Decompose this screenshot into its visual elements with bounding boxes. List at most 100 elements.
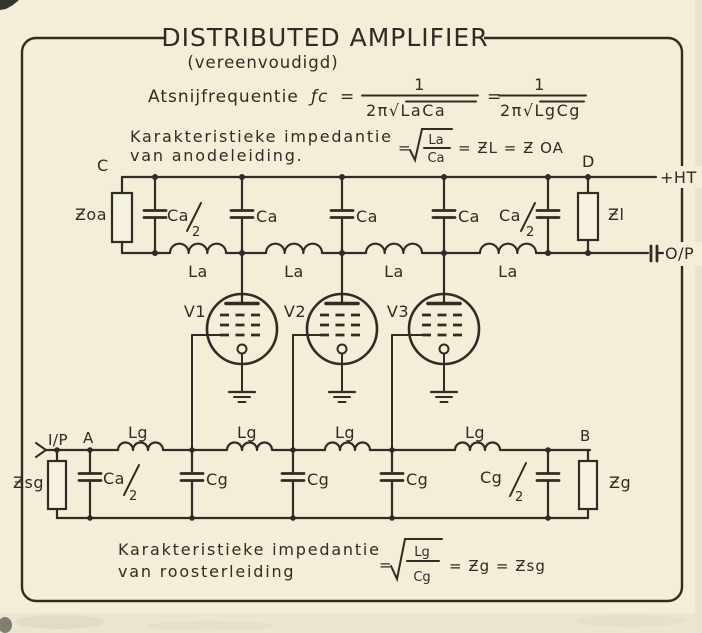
valve-label: V2	[284, 302, 306, 321]
photo-corner-mark	[0, 617, 12, 633]
formula-anode-result: = ƵL = Ƶ OA	[458, 139, 564, 157]
junction-dot	[339, 174, 345, 180]
capacitor-label: Cg	[206, 470, 228, 489]
inductor-lg-label: Lg	[128, 423, 148, 442]
diagram-frame	[20, 36, 684, 603]
junction-dot	[54, 447, 60, 453]
formula-grid-result: = Ƶg = Ƶsg	[449, 557, 546, 575]
resistor-zoa-label: Ƶoa	[75, 205, 107, 224]
resistor-zg	[577, 459, 599, 511]
anode-ladder: C D +HT La La La La Ƶoa Ca 2 Ca	[75, 152, 696, 281]
junction-dot	[290, 515, 296, 521]
junction-dot	[189, 515, 195, 521]
junction-dot	[545, 515, 551, 521]
node-c-label: C	[97, 156, 109, 175]
formula-grid-line1: Karakteristieke impedantie	[118, 540, 381, 559]
inductor-la-label: La	[284, 262, 304, 281]
equals-sign: =	[340, 87, 355, 107]
fraction-numerator: 1	[534, 75, 546, 94]
junction-dot	[189, 447, 195, 453]
output-label: O/P	[665, 244, 694, 263]
capacitor-label: Ca	[167, 206, 189, 225]
half-denominator: 2	[192, 225, 200, 240]
capacitor-label: Ca	[103, 469, 125, 488]
cathode	[236, 343, 248, 355]
capacitor-cg-3: Cg	[379, 448, 428, 520]
junction-dot	[585, 174, 591, 180]
resistor-zg-label: Ƶg	[609, 473, 631, 492]
node-a-label: A	[83, 429, 94, 447]
capacitor-label: Cg	[307, 470, 329, 489]
resistor-zoa	[110, 191, 134, 244]
valve-v3: V3	[387, 251, 481, 451]
fraction-denominator: Cg	[413, 570, 430, 585]
input-arrow-icon	[35, 442, 48, 458]
capacitor-label: Ca	[356, 207, 378, 226]
node-b-label: B	[580, 427, 591, 445]
equals-sign: =	[379, 556, 393, 574]
page-title: DISTRIBUTED AMPLIFIER	[161, 23, 488, 52]
input-label: I/P	[48, 431, 68, 449]
resistor-zsg-label: Ƶsg	[13, 473, 44, 492]
inductor-lg-label: Lg	[237, 423, 257, 442]
capacitor-label: Ca	[499, 206, 521, 225]
fraction-denominator-anode: 2π√LaCa	[366, 101, 446, 120]
capacitor-label: Cg	[406, 470, 428, 489]
fraction-denominator-grid: 2π√LgCg	[500, 101, 581, 120]
half-denominator: 2	[515, 490, 523, 505]
inductor-lg-label: Lg	[465, 423, 485, 442]
junction-dot	[545, 447, 551, 453]
fraction-numerator: 1	[414, 75, 426, 94]
paper-stain	[575, 615, 685, 627]
junction-dot	[389, 447, 395, 453]
node-d-label: D	[582, 152, 595, 171]
junction-dot	[545, 250, 551, 256]
inductor-la-label: La	[188, 262, 208, 281]
fraction-numerator: Lg	[414, 545, 430, 560]
inductor-la-label: La	[498, 262, 518, 281]
valve-label: V3	[387, 302, 409, 321]
radical-sign	[409, 128, 453, 163]
valve-label: V1	[184, 302, 206, 321]
grid-ladder: I/P A B Lg Lg Lg Lg Ƶsg Ca 2 Cg	[13, 423, 631, 521]
frame-gap-output	[658, 242, 702, 266]
anode-impedance-formula: Karakteristieke impedantie van anodeleid…	[130, 127, 564, 166]
inductor-la-label: La	[384, 262, 404, 281]
grid-line-with-inductors	[44, 441, 592, 452]
grid-impedance-formula: Karakteristieke impedantie van roosterle…	[118, 538, 546, 585]
resistor-zl-label: Ƶl	[608, 205, 624, 224]
photo-right-edge	[695, 0, 702, 633]
junction-dot	[239, 174, 245, 180]
capacitor-label: Ca	[256, 207, 278, 226]
fraction-numerator: La	[428, 133, 443, 148]
junction-dot	[290, 447, 296, 453]
half-slash	[509, 462, 527, 497]
valve-v2: V2	[284, 251, 379, 451]
capacitor-ca-1: Ca	[229, 175, 278, 255]
half-denominator: 2	[526, 225, 534, 240]
fraction-denominator: Ca	[427, 151, 444, 166]
inductor-lg-label: Lg	[335, 423, 355, 442]
paper-stain	[15, 615, 105, 629]
junction-dot	[152, 250, 158, 256]
half-slash	[123, 464, 140, 496]
valve-v1: V1	[184, 251, 279, 451]
formula-anode-line1: Karakteristieke impedantie	[130, 127, 393, 146]
capacitor-ca-3: Ca	[431, 175, 480, 255]
half-denominator: 2	[129, 489, 137, 504]
formula-grid-line2: van roosterleiding	[118, 562, 295, 581]
half-slash	[520, 202, 536, 232]
capacitor-label: Ca	[458, 207, 480, 226]
equals-sign: =	[487, 87, 502, 107]
anode-line-with-inductors	[120, 242, 650, 255]
frame-gap-title	[166, 28, 484, 48]
capacitor-ca-half-left: Ca 2	[142, 175, 202, 255]
resistor-zl	[576, 191, 600, 242]
capacitor-ca-2: Ca	[329, 175, 378, 255]
cathode	[336, 343, 348, 355]
photo-corner-mark	[0, 0, 19, 10]
formula-anode-line2: van anodeleiding.	[130, 146, 304, 165]
formula-cutoff-symbol: ƒc	[308, 87, 328, 107]
frame-gap-ht	[656, 166, 702, 188]
